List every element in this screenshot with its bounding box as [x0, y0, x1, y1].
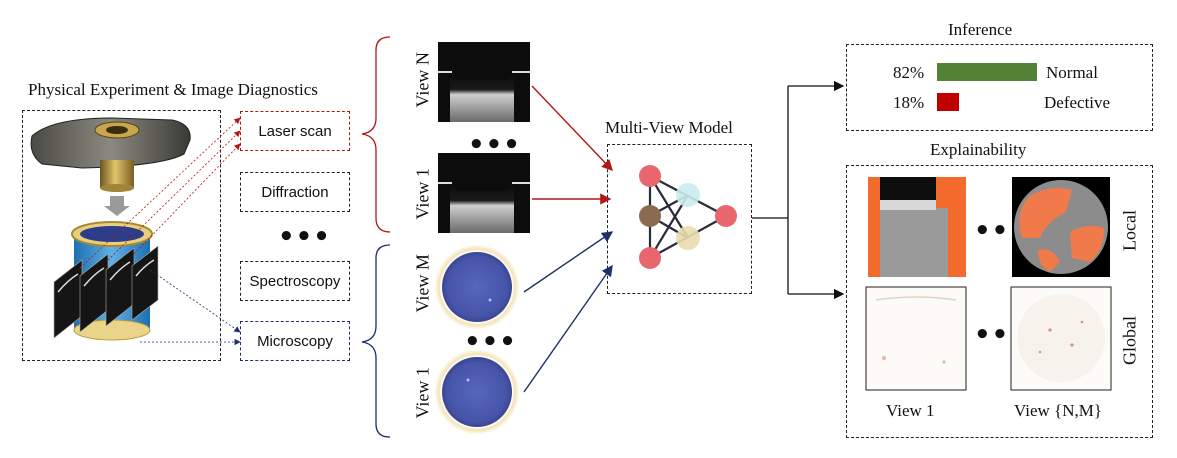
experiment-illustration [30, 117, 191, 341]
inference-title: Inference [948, 20, 1013, 39]
experiment-panel [22, 110, 221, 361]
model-box [607, 144, 752, 294]
left-panel-title: Physical Experiment & Image Diagnostics [28, 80, 318, 99]
normal-percent: 82% [893, 63, 925, 82]
laser-view-n-image [438, 42, 530, 122]
view-1-caption: View 1 [886, 401, 935, 420]
inference-panel [846, 44, 1153, 131]
model-title: Multi-View Model [605, 118, 733, 137]
explainability-title: Explainability [930, 140, 1027, 159]
global-view-1-map [865, 286, 967, 391]
spectroscopy-box: Spectroscopy [240, 261, 350, 301]
view-nm-caption: View {N,M} [1014, 401, 1103, 420]
defective-percent: 18% [893, 93, 925, 112]
defective-label: Defective [1044, 93, 1111, 112]
micro-view-m-image [435, 245, 519, 329]
normal-label: Normal [1046, 63, 1098, 82]
local-view-nm-heatmap [1012, 177, 1110, 277]
network-graph [639, 165, 737, 269]
laser-view-1-image [438, 153, 530, 233]
normal-bar [937, 63, 1037, 81]
local-view-1-heatmap [868, 177, 966, 277]
explainability-panel [846, 165, 1153, 438]
diffraction-box: Diffraction [240, 172, 350, 212]
defective-bar [937, 93, 959, 111]
micro-view-1-image [435, 350, 519, 434]
global-view-nm-map [1010, 286, 1112, 391]
